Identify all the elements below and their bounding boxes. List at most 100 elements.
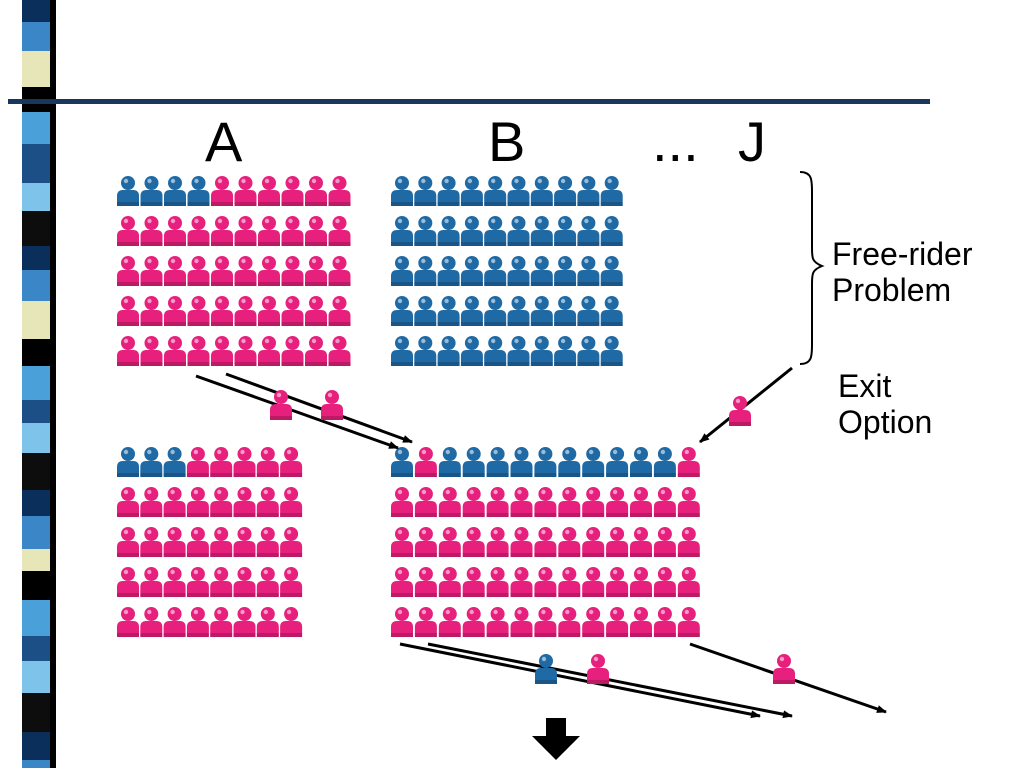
title-divider-line xyxy=(8,99,930,104)
non-member-person-icon xyxy=(577,336,600,366)
member-person-icon xyxy=(582,607,605,637)
header-a: A xyxy=(205,110,243,173)
member-person-icon xyxy=(558,487,581,517)
member-person-icon xyxy=(438,607,461,637)
exit-option-label-line2: Option xyxy=(838,404,933,440)
member-person-icon xyxy=(677,607,700,637)
member-person-icon xyxy=(653,607,676,637)
member-person-icon xyxy=(233,447,256,477)
member-person-icon xyxy=(582,487,605,517)
non-member-person-icon xyxy=(582,447,605,477)
member-person-icon xyxy=(510,567,533,597)
non-member-person-icon xyxy=(530,296,553,326)
non-member-person-icon xyxy=(484,256,507,286)
member-person-icon xyxy=(328,296,351,326)
member-person-icon xyxy=(210,447,233,477)
non-member-person-icon xyxy=(164,176,186,206)
non-member-person-icon xyxy=(117,447,139,477)
non-member-person-icon xyxy=(507,336,530,366)
header-b: B xyxy=(488,110,526,173)
member-person-icon xyxy=(186,527,209,557)
non-member-person-icon xyxy=(460,336,483,366)
migrant-2-person-icon xyxy=(321,390,343,420)
member-person-icon xyxy=(256,527,279,557)
non-member-person-icon xyxy=(414,216,437,246)
arrow-out-1 xyxy=(399,642,761,719)
non-member-person-icon xyxy=(437,176,460,206)
non-member-person-icon xyxy=(507,296,530,326)
non-member-person-icon xyxy=(391,447,413,477)
member-person-icon xyxy=(233,607,256,637)
non-member-person-icon xyxy=(414,176,437,206)
member-person-icon xyxy=(414,447,437,477)
member-person-icon xyxy=(534,567,557,597)
member-person-icon xyxy=(211,296,233,326)
member-person-icon xyxy=(234,176,257,206)
non-member-person-icon xyxy=(577,296,600,326)
non-member-person-icon xyxy=(606,447,629,477)
member-person-icon xyxy=(280,527,303,557)
member-person-icon xyxy=(164,296,186,326)
non-member-person-icon xyxy=(534,447,557,477)
non-member-person-icon xyxy=(577,216,600,246)
member-person-icon xyxy=(677,567,700,597)
non-member-person-icon xyxy=(484,336,507,366)
non-member-person-icon xyxy=(187,176,210,206)
member-person-icon xyxy=(234,296,257,326)
member-person-icon xyxy=(211,256,233,286)
member-person-icon xyxy=(140,296,163,326)
non-member-person-icon xyxy=(600,296,623,326)
member-person-icon xyxy=(117,527,139,557)
member-person-icon xyxy=(391,607,413,637)
non-member-person-icon xyxy=(438,447,461,477)
member-person-icon xyxy=(187,216,210,246)
non-member-person-icon xyxy=(414,296,437,326)
non-member-person-icon xyxy=(437,296,460,326)
member-person-icon xyxy=(534,527,557,557)
member-person-icon xyxy=(256,607,279,637)
member-person-icon xyxy=(305,176,327,206)
non-member-person-icon xyxy=(554,296,577,326)
non-member-person-icon xyxy=(460,296,483,326)
free-rider-label-line2: Problem xyxy=(832,272,952,308)
member-person-icon xyxy=(233,487,256,517)
member-person-icon xyxy=(117,336,139,366)
member-person-icon xyxy=(211,336,233,366)
member-person-icon xyxy=(164,216,186,246)
member-person-icon xyxy=(258,216,280,246)
non-member-person-icon xyxy=(437,336,460,366)
migrant-1-person-icon xyxy=(270,390,292,420)
non-member-person-icon xyxy=(507,256,530,286)
member-person-icon xyxy=(140,567,163,597)
member-person-icon xyxy=(187,256,210,286)
group-a-top xyxy=(117,176,351,366)
member-person-icon xyxy=(438,487,461,517)
member-person-icon xyxy=(281,296,304,326)
member-person-icon xyxy=(280,447,303,477)
member-person-icon xyxy=(211,176,233,206)
non-member-person-icon xyxy=(554,216,577,246)
member-person-icon xyxy=(558,527,581,557)
migrant-bottom-2-person-icon xyxy=(587,654,609,684)
member-person-icon xyxy=(534,607,557,637)
member-person-icon xyxy=(140,527,163,557)
header-j: J xyxy=(738,110,766,173)
member-person-icon xyxy=(234,216,257,246)
member-person-icon xyxy=(630,567,652,597)
member-person-icon xyxy=(462,527,485,557)
member-person-icon xyxy=(630,527,652,557)
member-person-icon xyxy=(305,296,327,326)
non-member-person-icon xyxy=(507,216,530,246)
member-person-icon xyxy=(534,487,557,517)
member-person-icon xyxy=(328,256,351,286)
free-rider-label: Free-rider Problem xyxy=(832,236,972,308)
non-member-person-icon xyxy=(554,256,577,286)
member-person-icon xyxy=(210,567,233,597)
member-person-icon xyxy=(186,447,209,477)
member-person-icon xyxy=(305,336,327,366)
member-person-icon xyxy=(653,567,676,597)
member-person-icon xyxy=(582,567,605,597)
member-person-icon xyxy=(677,527,700,557)
arrow-a-to-b-2 xyxy=(225,372,413,444)
member-person-icon xyxy=(233,567,256,597)
